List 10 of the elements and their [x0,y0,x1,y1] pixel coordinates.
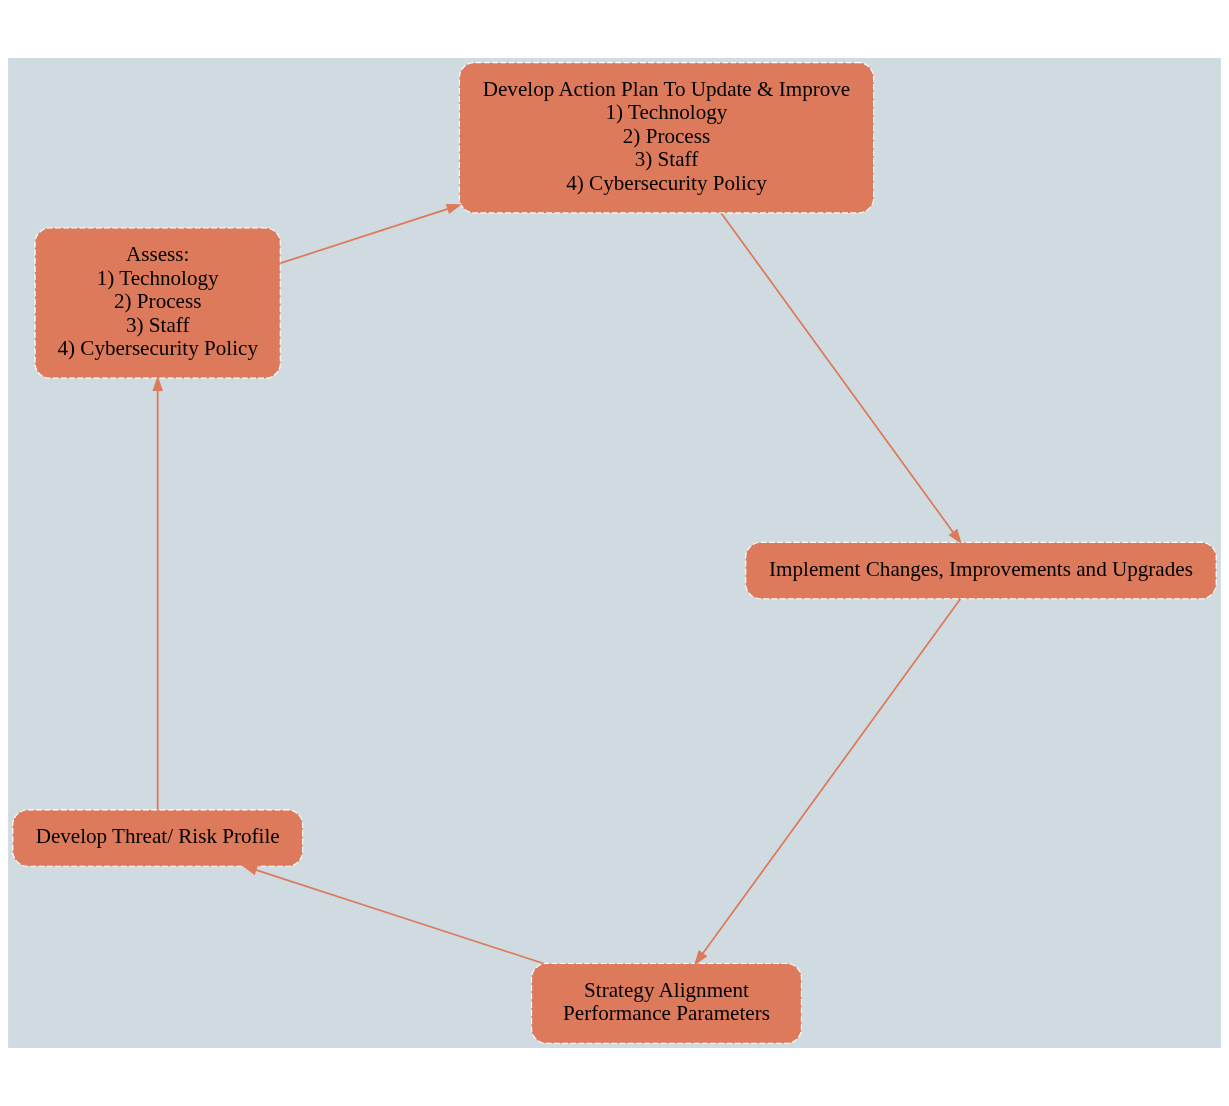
arrow [694,598,962,966]
arrow [720,212,962,545]
node-box: Develop Threat/ Risk Profile [12,809,304,867]
node-box: Assess: 1) Technology 2) Process 3) Staff 4) Cybersecurity Policy [34,227,281,379]
arrow [152,375,164,811]
arrow [241,865,545,965]
node-box: Strategy Alignment Performance Parameters [530,962,802,1044]
arrow [279,203,462,265]
node-box: Implement Changes, Improvements and Upgrades [745,541,1217,600]
node-box: Develop Action Plan To Update & Improve 1) Technology 2) Process 3) Staff 4) Cybersecurity Policy [458,62,875,214]
